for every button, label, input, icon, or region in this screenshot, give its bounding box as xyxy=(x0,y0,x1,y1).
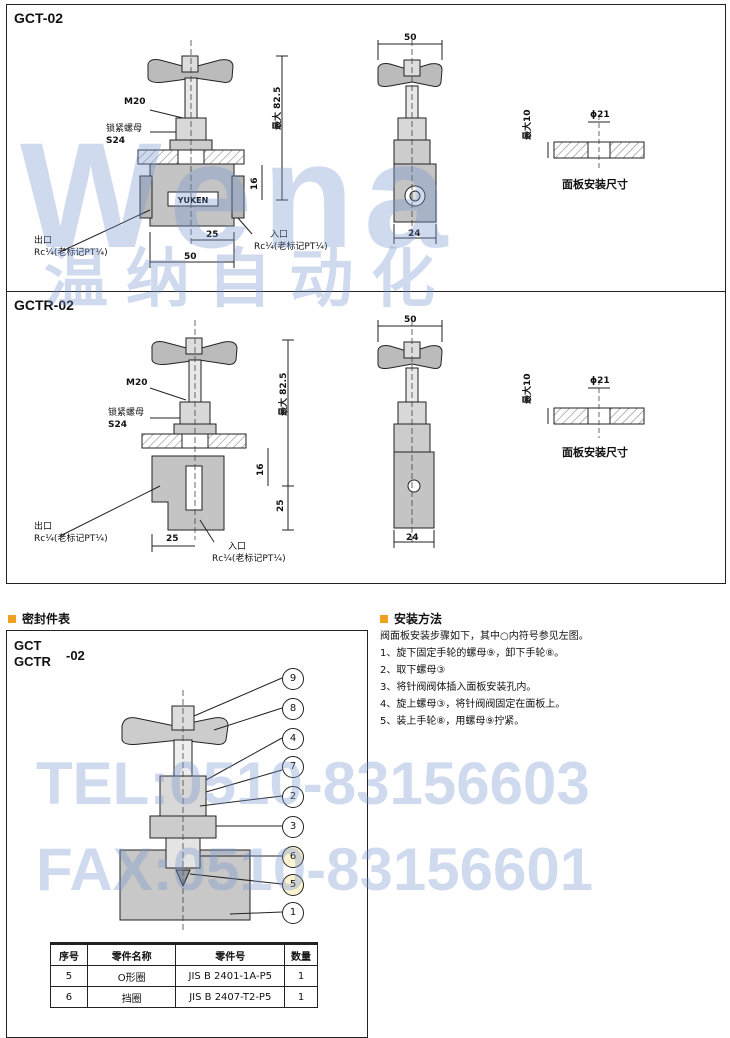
gct-inlet-rc: Rc¼(老标记PT¼) xyxy=(254,242,328,252)
gctr-s24-label: S24 xyxy=(108,420,128,430)
gctr-m20-label: M20 xyxy=(126,378,148,388)
gct-front-view: YUKEN xyxy=(59,40,645,268)
seal-section-heading: 密封件表 xyxy=(8,610,70,627)
table-row: 5 O形圈 JIS B 2401-1A-P5 1 xyxy=(50,965,318,987)
part-bubble-2: 2 xyxy=(282,786,304,808)
gctr-side-24: 24 xyxy=(406,533,419,543)
gctr-panel-caption: 面板安装尺寸 xyxy=(562,446,628,459)
col-part-no: 零件号 xyxy=(175,942,286,966)
gctr-dim-82-5: 最大 82.5 xyxy=(279,372,289,416)
col-qty: 数量 xyxy=(284,942,318,966)
section-marker-icon xyxy=(380,614,388,623)
gct-m20-label: M20 xyxy=(124,97,146,107)
model-suffix: -02 xyxy=(66,648,85,663)
cell-index: 5 xyxy=(50,965,88,987)
table-header-row: 序号 零件名称 零件号 数量 xyxy=(50,942,318,966)
cell-qty: 1 xyxy=(284,986,318,1008)
install-step-3: 3、将针阀阀体插入面板安装孔内。 xyxy=(380,682,537,693)
gctr-inlet-label: 入口 xyxy=(228,542,247,552)
install-step-5: 5、装上手轮⑧，用螺母⑨拧紧。 xyxy=(380,716,525,727)
gctr-inlet-rc: Rc¼(老标记PT¼) xyxy=(212,554,286,564)
section-marker-icon xyxy=(8,614,16,623)
drawing-panel xyxy=(6,4,726,584)
install-section-heading: 安装方法 xyxy=(380,610,442,627)
gctr-outlet-label: 出口 xyxy=(34,522,53,532)
gctr-dim-16: 16 xyxy=(256,463,266,476)
seal-cross-section xyxy=(119,677,283,930)
gctr-front-view xyxy=(59,320,645,552)
cell-part-no: JIS B 2407-T2-P5 xyxy=(175,986,286,1008)
install-heading-text: 安装方法 xyxy=(394,612,443,626)
gct-inlet-label: 入口 xyxy=(270,230,289,240)
gctr-dim-25v: 25 xyxy=(276,499,286,512)
gctr-outlet-rc: Rc¼(老标记PT¼) xyxy=(34,534,108,544)
cell-part-name: O形圈 xyxy=(86,965,177,987)
part-bubble-7: 7 xyxy=(282,756,304,778)
gct-title: GCT-02 xyxy=(14,10,64,26)
gct-panel-caption: 面板安装尺寸 xyxy=(562,178,628,191)
install-intro: 阀面板安装步骤如下，其中○内符号参见左图。 xyxy=(380,631,589,642)
gctr-dim-25: 25 xyxy=(166,534,179,544)
install-step-4: 4、旋上螺母③，将针阀阀固定在面板上。 xyxy=(380,699,566,710)
svg-text:YUKEN: YUKEN xyxy=(177,196,209,205)
gct-lock-nut-label: 锁紧螺母 xyxy=(106,124,143,134)
gct-dim-25: 25 xyxy=(206,230,219,240)
part-bubble-9: 9 xyxy=(282,668,304,690)
gct-s24-label: S24 xyxy=(106,136,126,146)
cell-index: 6 xyxy=(50,986,88,1008)
gctr-title: GCTR-02 xyxy=(14,297,74,313)
gctr-panel-phi21: ϕ21 xyxy=(590,376,610,386)
seal-parts-table: 序号 零件名称 零件号 数量 5 O形圈 JIS B 2401-1A-P5 1 … xyxy=(50,942,318,1008)
part-bubble-5: 5 xyxy=(282,874,304,896)
gct-panel-max10: 最大10 xyxy=(523,109,533,140)
gctr-panel-max10: 最大10 xyxy=(523,373,533,404)
gct-dim-82-5: 最大 82.5 xyxy=(273,86,283,130)
model-gctr: GCTR xyxy=(14,654,51,669)
gct-outlet-rc: Rc¼(老标记PT¼) xyxy=(34,248,108,258)
gct-side-50: 50 xyxy=(404,33,417,43)
gctr-lock-nut-label: 锁紧螺母 xyxy=(108,408,145,418)
model-gct: GCT xyxy=(14,638,42,653)
gctr-side-50: 50 xyxy=(404,315,417,325)
gct-outlet-label: 出口 xyxy=(34,236,53,246)
panel-divider xyxy=(7,291,725,292)
part-bubble-6: 6 xyxy=(282,846,304,868)
cell-part-name: 挡圈 xyxy=(86,986,177,1008)
part-bubble-4: 4 xyxy=(282,728,304,750)
col-index: 序号 xyxy=(50,942,88,966)
gct-dim-50: 50 xyxy=(184,252,197,262)
table-row: 6 挡圈 JIS B 2407-T2-P5 1 xyxy=(50,986,318,1008)
gct-panel-phi21: ϕ21 xyxy=(590,110,610,120)
part-bubble-1: 1 xyxy=(282,902,304,924)
gct-side-24: 24 xyxy=(408,229,421,239)
install-step-2: 2、取下螺母③ xyxy=(380,665,446,676)
seal-heading-text: 密封件表 xyxy=(22,612,71,626)
gct-dim-16: 16 xyxy=(250,177,260,190)
part-bubble-3: 3 xyxy=(282,816,304,838)
install-step-1: 1、旋下固定手轮的螺母⑨，卸下手轮⑧。 xyxy=(380,648,565,659)
col-part-name: 零件名称 xyxy=(86,942,177,966)
cell-qty: 1 xyxy=(284,965,318,987)
install-steps: 阀面板安装步骤如下，其中○内符号参见左图。 1、旋下固定手轮的螺母⑨，卸下手轮⑧… xyxy=(380,628,589,730)
cell-part-no: JIS B 2401-1A-P5 xyxy=(175,965,286,987)
part-bubble-8: 8 xyxy=(282,698,304,720)
